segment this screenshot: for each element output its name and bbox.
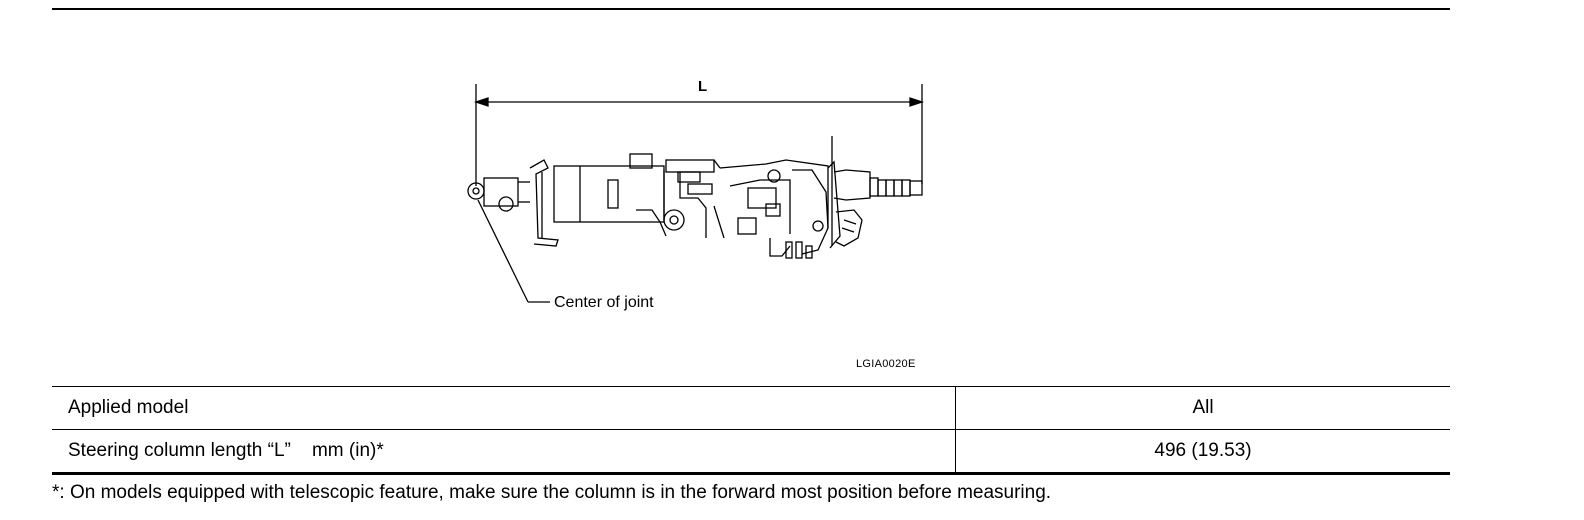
row-label: Steering column length “L” mm (in)* [68,440,384,461]
dimension-label-l: L [698,78,708,95]
row-value: 496 (19.53) [955,429,1450,474]
figure-code: LGIA0020E [856,358,916,370]
steering-column-figure: L Center of joint [430,60,990,360]
center-of-joint-callout: Center of joint [554,294,654,311]
footnote: *: On models equipped with telescopic fe… [52,482,1052,503]
row-value: All [955,386,1450,430]
table-row: Applied model All [52,386,1450,430]
spec-table: Applied model All Steering column length… [52,386,1450,475]
steering-column-drawing [467,84,925,303]
row-label: Applied model [68,397,189,418]
table-row: Steering column length “L” mm (in)* 496 … [52,429,1450,474]
top-rule [52,8,1450,10]
